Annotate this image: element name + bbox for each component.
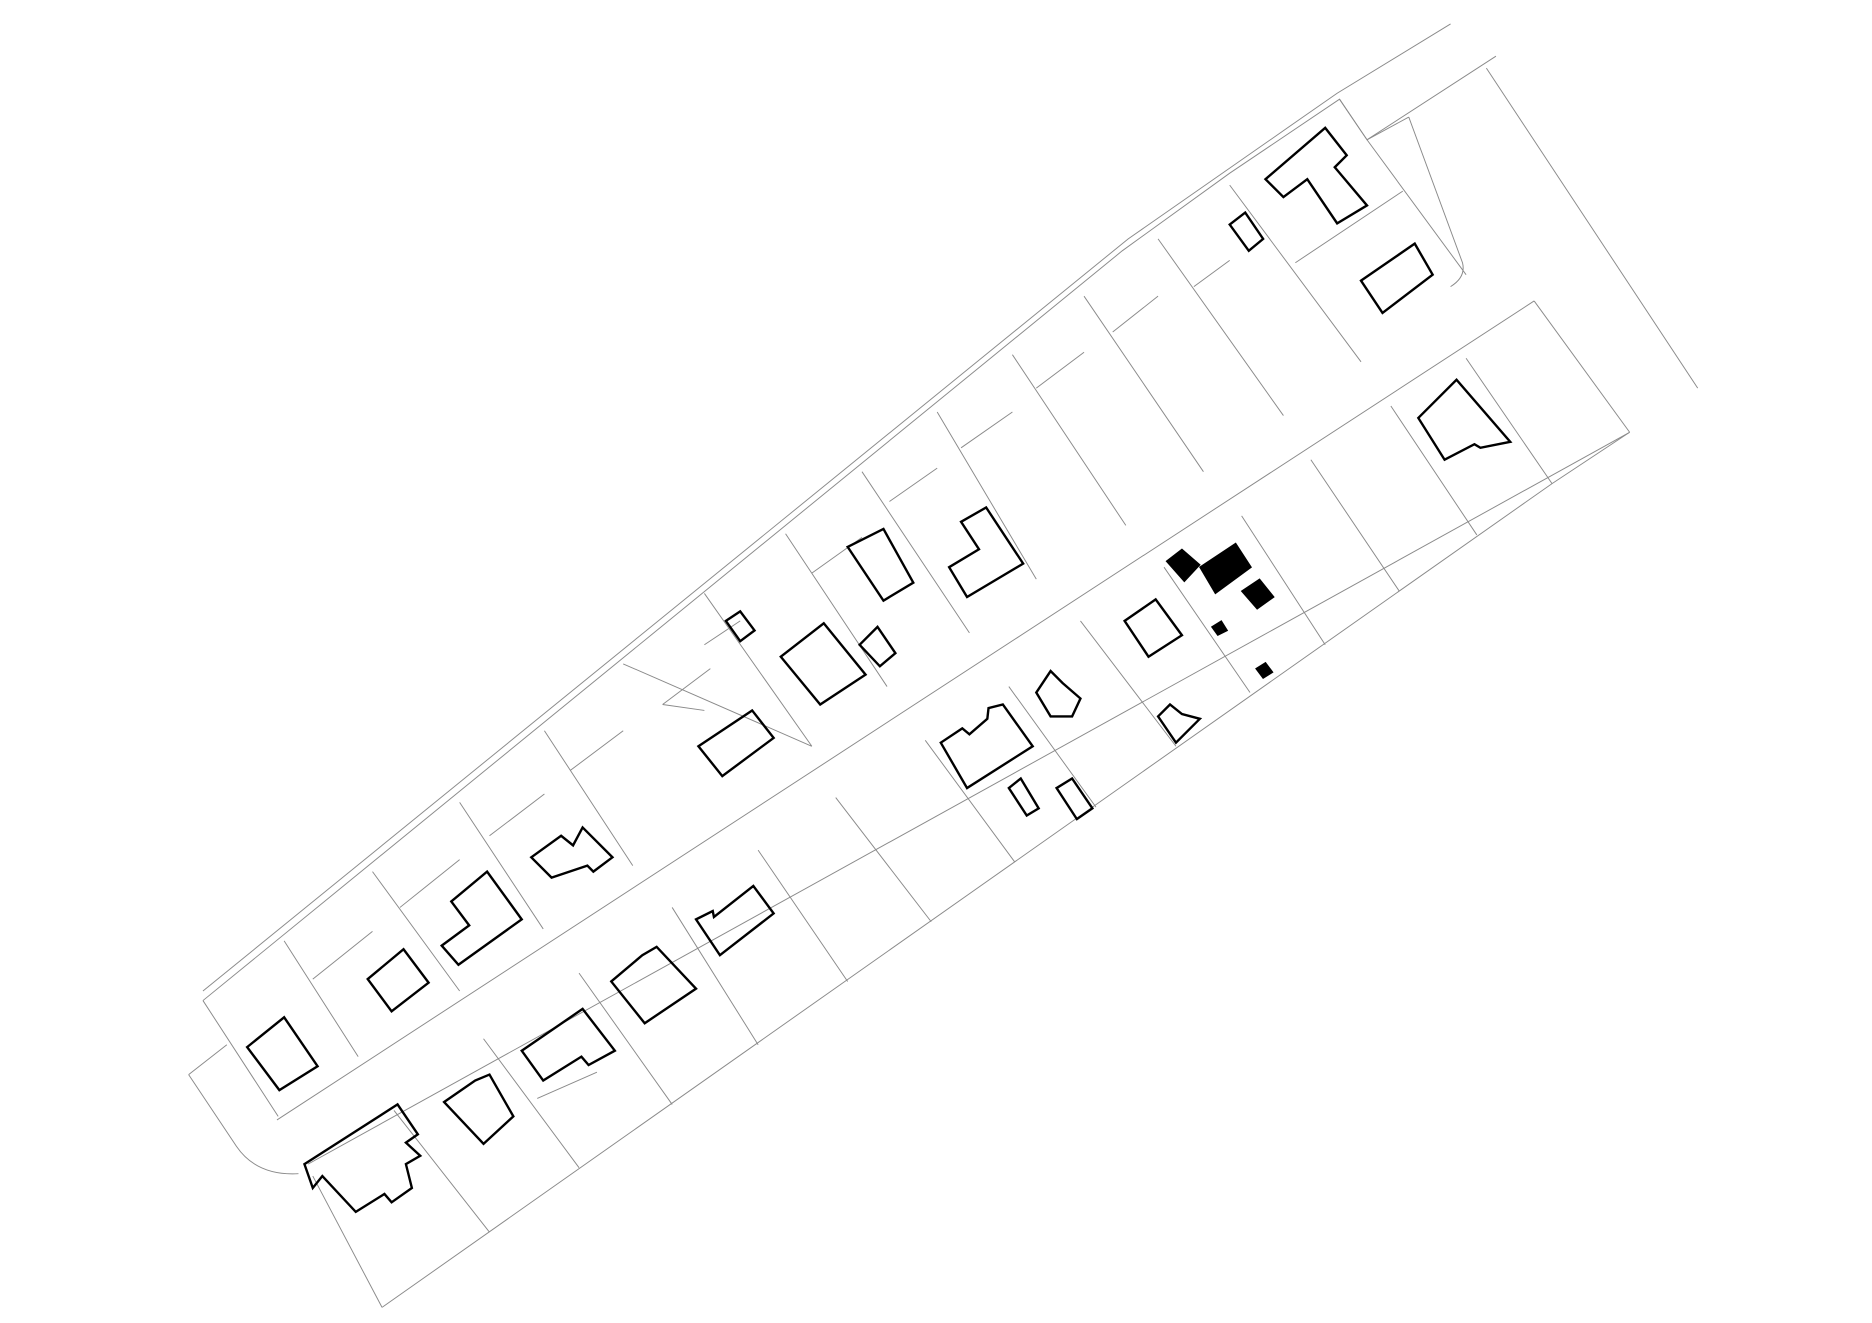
highlighted-building (1240, 578, 1275, 610)
building (366, 947, 431, 1013)
highlighted-building (1255, 661, 1274, 680)
building (1156, 702, 1203, 745)
right-road-curve (1339, 98, 1467, 288)
road-lower-edge (307, 431, 1630, 1165)
building (442, 1073, 515, 1146)
building (1263, 126, 1369, 225)
highlighted-building (1210, 620, 1229, 636)
building (857, 625, 898, 668)
cul-de-sac (188, 1000, 299, 1175)
building (694, 884, 776, 957)
outer-boundary-line-inner (202, 55, 1497, 1001)
right-boundary (1533, 300, 1631, 433)
road-upper-edge (276, 300, 1535, 1121)
building (1416, 377, 1513, 462)
building (529, 825, 615, 879)
building (303, 1102, 423, 1214)
building (724, 609, 757, 643)
outer-boundary-line (202, 23, 1451, 992)
existing-buildings (245, 126, 1513, 1214)
building (1054, 776, 1095, 821)
building (696, 708, 776, 778)
far-right-line (1485, 67, 1699, 389)
building (1228, 210, 1265, 253)
rear-lot-line-lower (381, 431, 1630, 1308)
lot-dividers-lower (312, 357, 1553, 1308)
building (939, 703, 1035, 790)
building (1122, 597, 1184, 659)
building (1359, 241, 1435, 315)
building (845, 527, 915, 603)
building (1034, 669, 1082, 718)
building (779, 621, 868, 707)
highlighted-building (1165, 548, 1201, 583)
highlighted-buildings (1165, 542, 1275, 680)
building (947, 505, 1025, 599)
building (520, 1007, 617, 1083)
building (439, 869, 524, 967)
building (1007, 776, 1041, 818)
parcel-lines (188, 23, 1699, 1308)
highlighted-building (1199, 542, 1252, 595)
building (609, 945, 698, 1025)
lot-dividers-upper (283, 184, 1404, 1057)
building (245, 1015, 320, 1092)
